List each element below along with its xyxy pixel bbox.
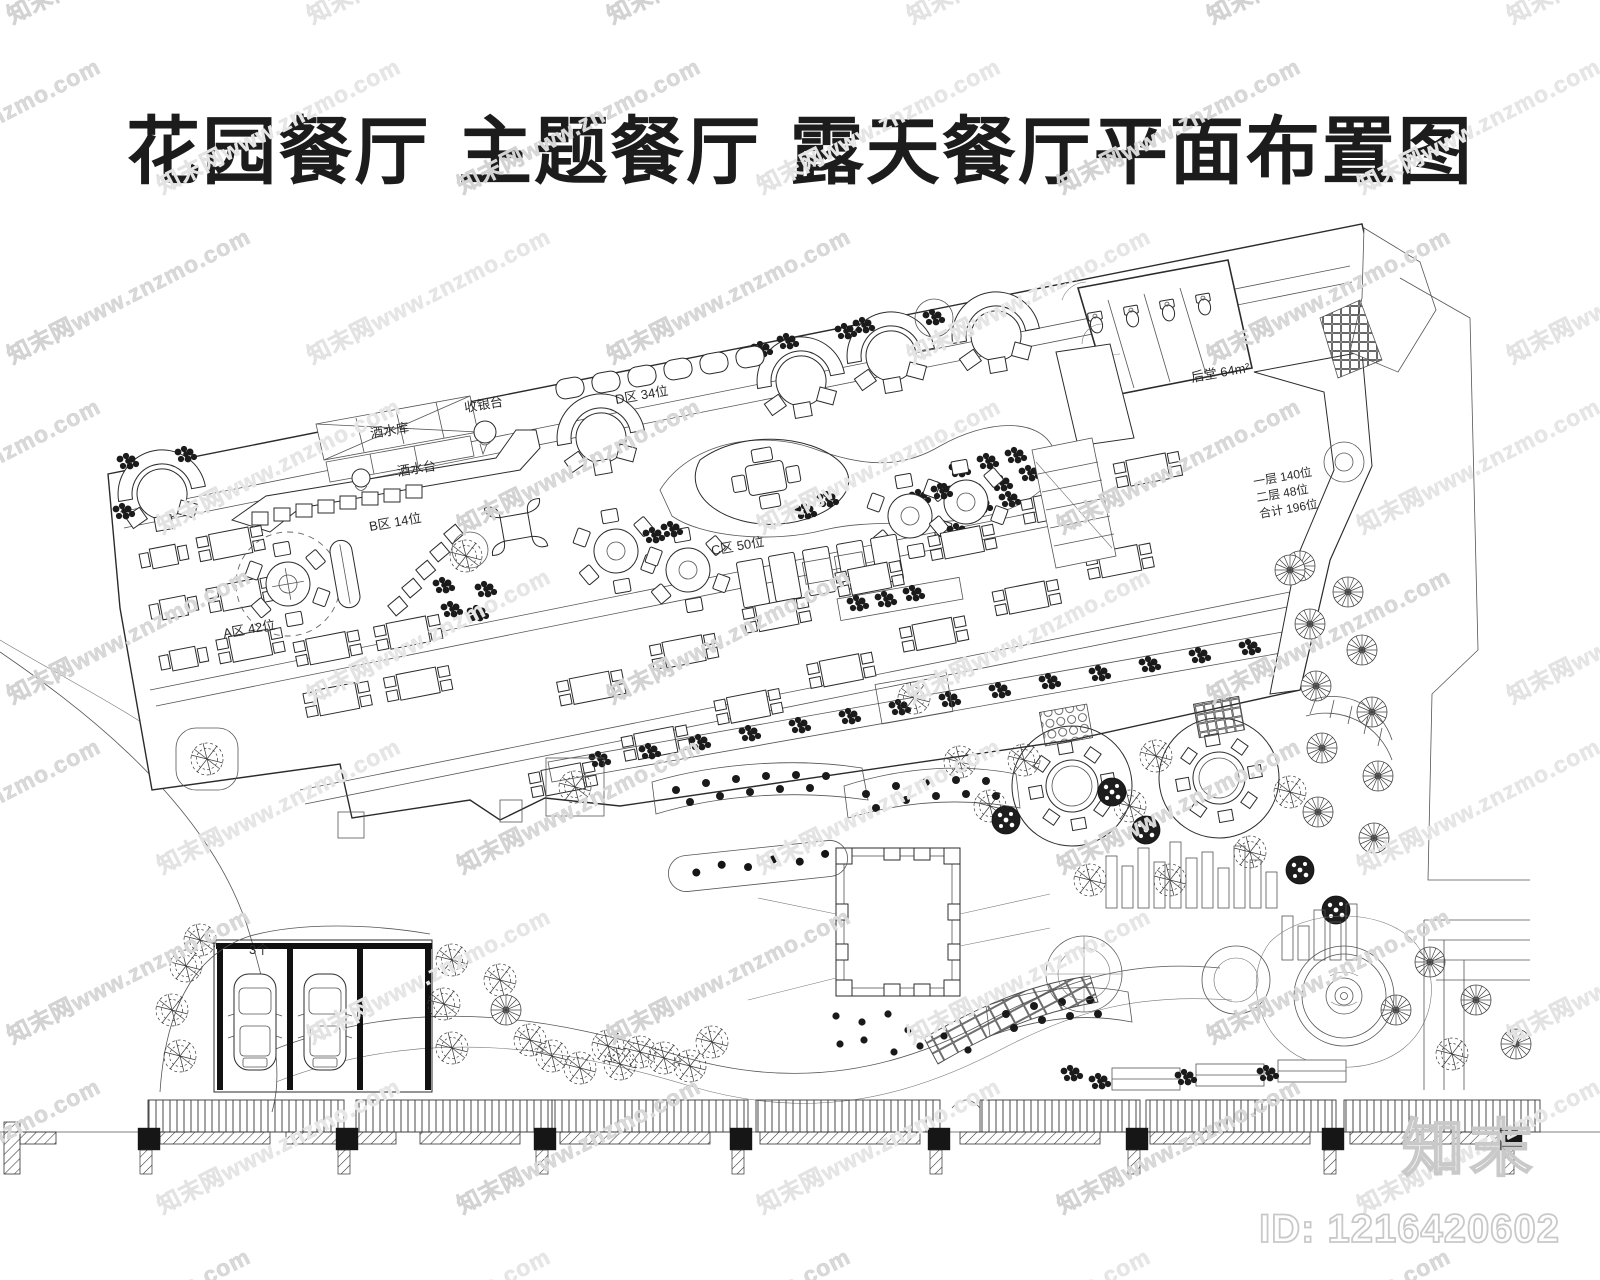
label-parking-count: 3个 xyxy=(249,942,269,957)
page-title: 花园餐厅 主题餐厅 露天餐厅平面布置图 xyxy=(126,109,1474,195)
label-beverage-store: 酒水库 xyxy=(369,420,410,441)
boundary-fence xyxy=(0,1099,1600,1175)
label-cashier: 收银台 xyxy=(463,394,504,415)
label-beverage-counter: 酒水台 xyxy=(396,458,437,479)
drawing-id-watermark: ID: 1216420602 xyxy=(1258,1206,1560,1252)
parking-lot: 3个 xyxy=(213,939,433,1093)
znzmo-logo-watermark: 知末 xyxy=(1401,1111,1538,1186)
